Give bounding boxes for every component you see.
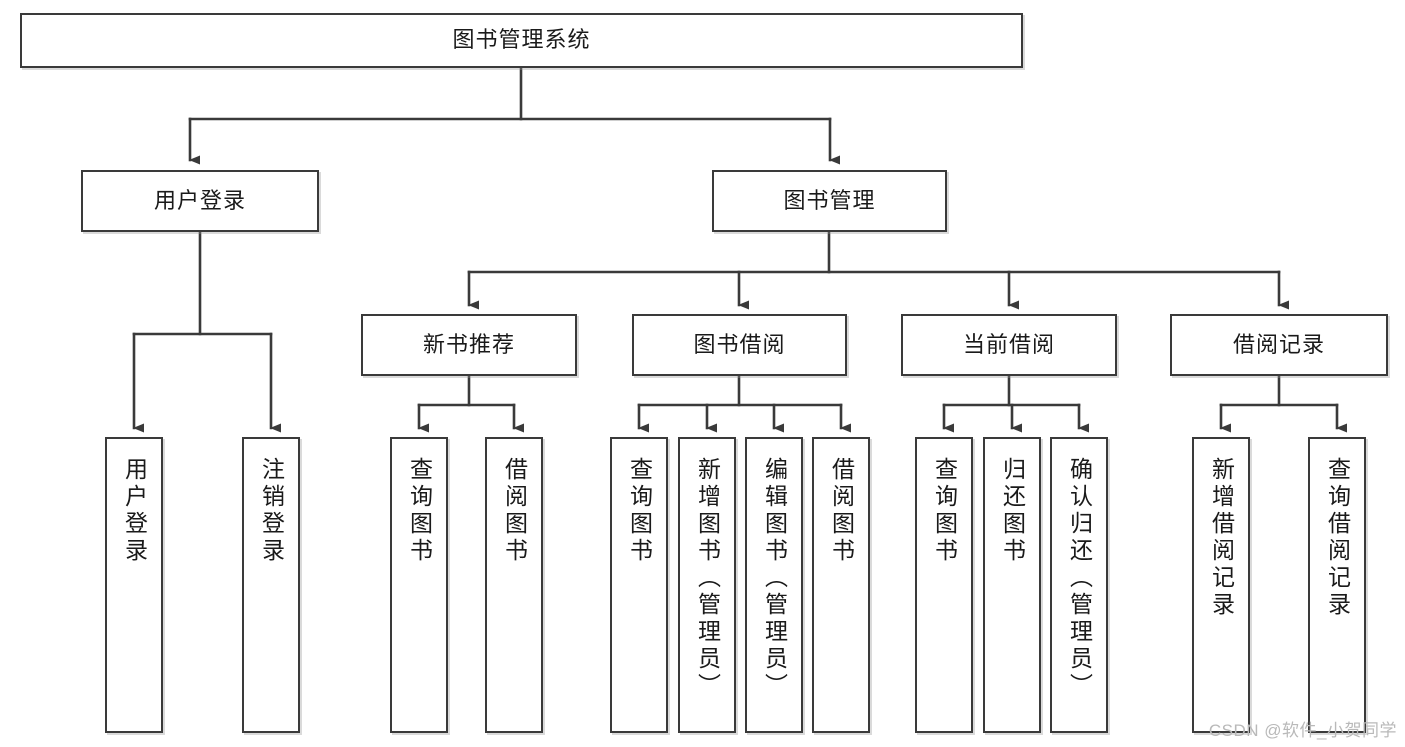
- node-book-manage[interactable]: 图书管理: [712, 170, 947, 232]
- node-book-manage-label: 图书管理: [783, 187, 876, 213]
- node-leaf-return-book-label: 归还图书: [999, 457, 1026, 565]
- node-leaf-query-book-3[interactable]: 查询图书: [915, 437, 973, 733]
- node-leaf-query-book-1-label: 查询图书: [406, 457, 433, 565]
- node-current-borrow[interactable]: 当前借阅: [901, 314, 1117, 376]
- node-borrow-record[interactable]: 借阅记录: [1170, 314, 1388, 376]
- node-leaf-return-book[interactable]: 归还图书: [983, 437, 1041, 733]
- node-root[interactable]: 图书管理系统: [20, 13, 1023, 68]
- node-book-borrow[interactable]: 图书借阅: [632, 314, 847, 376]
- node-leaf-borrow-book-2[interactable]: 借阅图书: [812, 437, 870, 733]
- node-book-borrow-label: 图书借阅: [693, 331, 786, 357]
- node-leaf-borrow-book-1-label: 借阅图书: [501, 457, 528, 565]
- node-user-login[interactable]: 用户登录: [81, 170, 319, 232]
- csdn-watermark: CSDN @软件_小贺同学: [1208, 721, 1397, 740]
- node-leaf-add-book[interactable]: 新增图书（管理员）: [678, 437, 736, 733]
- node-borrow-record-label: 借阅记录: [1232, 331, 1325, 357]
- node-leaf-confirm-return-label: 确认归还（管理员）: [1066, 457, 1093, 700]
- node-leaf-query-record-label: 查询借阅记录: [1324, 457, 1351, 619]
- node-leaf-edit-book-label: 编辑图书（管理员）: [761, 457, 788, 700]
- node-leaf-query-book-2-label: 查询图书: [626, 457, 653, 565]
- node-leaf-edit-book[interactable]: 编辑图书（管理员）: [745, 437, 803, 733]
- node-leaf-user-login-label: 用户登录: [121, 457, 148, 565]
- node-leaf-add-record-label: 新增借阅记录: [1208, 457, 1235, 619]
- node-current-borrow-label: 当前借阅: [962, 331, 1055, 357]
- node-leaf-user-logout-label: 注销登录: [258, 457, 285, 565]
- node-leaf-borrow-book-1[interactable]: 借阅图书: [485, 437, 543, 733]
- node-leaf-query-record[interactable]: 查询借阅记录: [1308, 437, 1366, 733]
- node-new-book-recommend[interactable]: 新书推荐: [361, 314, 577, 376]
- node-leaf-user-logout[interactable]: 注销登录: [242, 437, 300, 733]
- node-leaf-add-book-label: 新增图书（管理员）: [694, 457, 721, 700]
- node-leaf-add-record[interactable]: 新增借阅记录: [1192, 437, 1250, 733]
- node-root-label: 图书管理系统: [452, 27, 591, 53]
- node-leaf-user-login[interactable]: 用户登录: [105, 437, 163, 733]
- node-leaf-confirm-return[interactable]: 确认归还（管理员）: [1050, 437, 1108, 733]
- node-user-login-label: 用户登录: [153, 187, 246, 213]
- node-leaf-query-book-3-label: 查询图书: [931, 457, 958, 565]
- node-leaf-query-book-2[interactable]: 查询图书: [610, 437, 668, 733]
- node-new-book-recommend-label: 新书推荐: [422, 331, 515, 357]
- node-leaf-borrow-book-2-label: 借阅图书: [828, 457, 855, 565]
- node-leaf-query-book-1[interactable]: 查询图书: [390, 437, 448, 733]
